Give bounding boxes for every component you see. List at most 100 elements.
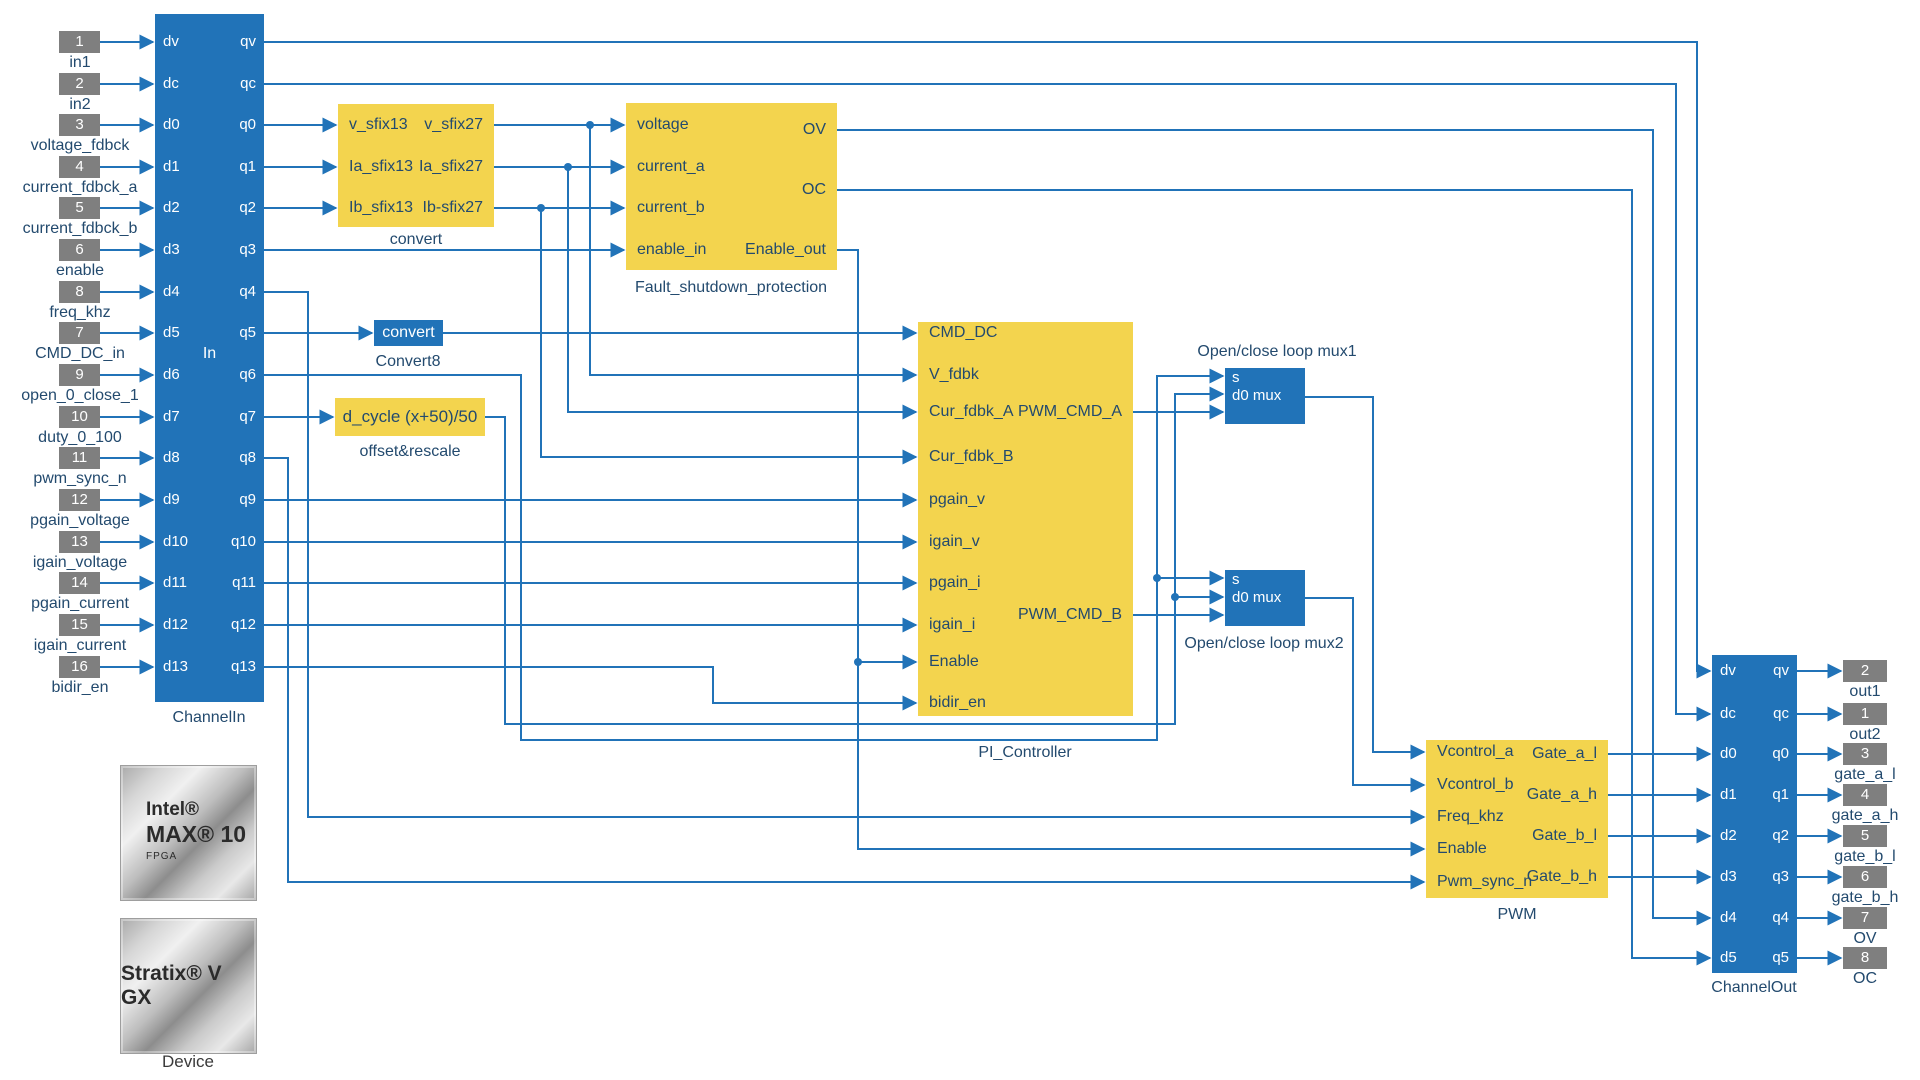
input-port-box[interactable]: 5 — [59, 197, 100, 219]
input-port-box[interactable]: 14 — [59, 572, 100, 594]
convert-block[interactable]: v_sfix13 v_sfix27 Ia_sfix13 Ia_sfix27 Ib… — [338, 104, 494, 227]
port-label: pgain_v — [929, 491, 986, 508]
output-port-box[interactable]: 4 — [1843, 784, 1887, 806]
port-label: d1 — [1720, 786, 1737, 803]
output-port-label: gate_b_h — [1831, 889, 1899, 906]
port-label: d3 — [163, 241, 180, 258]
output-port-box[interactable]: 1 — [1843, 703, 1887, 725]
channelin-block[interactable]: dv qv dc qc d0 q0 d1 q1 d2 q2 d3 q3 d4 q… — [155, 14, 264, 702]
input-port-label: igain_voltage — [32, 554, 128, 571]
input-port-label: pgain_voltage — [30, 512, 130, 529]
output-port-box[interactable]: 5 — [1843, 825, 1887, 847]
port-label: q13 — [230, 658, 256, 675]
input-port-box[interactable]: 1 — [59, 31, 100, 53]
junction-dots — [537, 121, 1179, 666]
port-label: Gate_a_h — [1526, 786, 1597, 803]
input-port-box[interactable]: 10 — [59, 406, 100, 428]
port-label: d2 — [163, 199, 180, 216]
input-port-box[interactable]: 12 — [59, 489, 100, 511]
input-port-box[interactable]: 3 — [59, 114, 100, 136]
output-port-box[interactable]: 2 — [1843, 660, 1887, 682]
port-label: q10 — [230, 533, 256, 550]
port-label: q5 — [1772, 949, 1789, 966]
port-label: Pwm_sync_n — [1437, 873, 1533, 890]
port-label: d0 — [163, 116, 180, 133]
output-port-label: OV — [1853, 930, 1877, 947]
input-port-box[interactable]: 2 — [59, 73, 100, 95]
chip-type-text: FPGA — [146, 851, 178, 863]
port-label: Enable_out — [745, 241, 826, 258]
port-label: Ia_sfix27 — [418, 158, 483, 175]
port-label: Gate_a_l — [1532, 745, 1597, 762]
output-port-label: gate_a_h — [1831, 807, 1899, 824]
port-label: q4 — [239, 283, 256, 300]
input-port-box[interactable]: 11 — [59, 447, 100, 469]
mux2-block[interactable]: s d0 mux — [1225, 570, 1305, 626]
input-port-label: pgain_current — [31, 595, 129, 612]
input-port-label: in2 — [69, 96, 91, 113]
port-label: d1 — [163, 158, 180, 175]
input-port-box[interactable]: 9 — [59, 364, 100, 386]
input-port-label: current_fdbck_a — [22, 179, 138, 196]
port-label: dv — [163, 33, 179, 50]
input-port-box[interactable]: 4 — [59, 156, 100, 178]
pwm-block[interactable]: Vcontrol_a Vcontrol_b Freq_khz Enable Pw… — [1426, 740, 1608, 898]
block-name-convert8: Convert8 — [375, 353, 441, 370]
input-port-label: CMD_DC_in — [35, 345, 125, 362]
port-label: q1 — [1772, 786, 1789, 803]
port-label: d8 — [163, 449, 180, 466]
input-port-label: freq_khz — [49, 304, 111, 321]
pi-controller-block[interactable]: CMD_DC V_fdbk Cur_fdbk_A Cur_fdbk_B pgai… — [918, 322, 1133, 716]
block-name-convert: convert — [389, 231, 443, 248]
port-label: q1 — [239, 158, 256, 175]
port-label: q9 — [239, 491, 256, 508]
input-port-box[interactable]: 16 — [59, 656, 100, 678]
output-port-box[interactable]: 6 — [1843, 866, 1887, 888]
port-label: s — [1232, 369, 1240, 386]
block-name-pi-controller: PI_Controller — [978, 744, 1072, 761]
max10-chip-image: Intel® MAX® 10 FPGA — [120, 765, 257, 901]
output-port-box[interactable]: 7 — [1843, 907, 1887, 929]
port-label: PWM_CMD_A — [1017, 403, 1122, 420]
convert8-block[interactable]: convert — [374, 320, 443, 346]
port-label: pgain_i — [929, 574, 981, 591]
input-port-box[interactable]: 13 — [59, 531, 100, 553]
port-label: Gate_b_l — [1532, 827, 1597, 844]
port-label: Ib-sfix27 — [422, 199, 483, 216]
input-port-box[interactable]: 15 — [59, 614, 100, 636]
output-port-label: out2 — [1849, 726, 1881, 743]
port-label: d7 — [163, 408, 180, 425]
input-port-box[interactable]: 6 — [59, 239, 100, 261]
mux1-block[interactable]: s d0 mux — [1225, 368, 1305, 424]
port-label: d0 mux — [1232, 387, 1282, 404]
port-label: Vcontrol_b — [1437, 776, 1514, 793]
input-port-label: igain_current — [33, 637, 127, 654]
port-label: current_b — [637, 199, 705, 216]
channelout-block[interactable]: dv qv dc qc d0 q0 d1 q1 d2 q2 d3 q3 d4 q… — [1712, 655, 1797, 973]
output-port-box[interactable]: 3 — [1843, 743, 1887, 765]
output-port-box[interactable]: 8 — [1843, 947, 1887, 969]
port-label: dc — [163, 75, 179, 92]
input-port-box[interactable]: 8 — [59, 281, 100, 303]
fault-block[interactable]: voltage current_a current_b enable_in OV… — [626, 103, 837, 270]
input-port-label: pwm_sync_n — [33, 470, 127, 487]
offset-rescale-block[interactable]: d_cycle (x+50)/50 — [335, 398, 485, 436]
max10-chip-text: Intel® MAX® 10 FPGA — [146, 800, 246, 863]
output-port-label: gate_b_l — [1834, 848, 1896, 865]
port-label: Cur_fdbk_A — [929, 403, 1014, 420]
port-label: s — [1232, 571, 1240, 588]
input-port-label: voltage_fdbck — [30, 137, 130, 154]
input-port-label: open_0_close_1 — [21, 387, 139, 404]
port-label: qv — [1773, 662, 1789, 679]
input-port-box[interactable]: 7 — [59, 322, 100, 344]
port-label: qc — [240, 75, 256, 92]
port-label: q0 — [239, 116, 256, 133]
port-label: Ib_sfix13 — [349, 199, 414, 216]
port-label: Cur_fdbk_B — [929, 448, 1014, 465]
port-label: q2 — [1772, 827, 1789, 844]
block-name-channelin: ChannelIn — [172, 709, 246, 726]
chip-model-text: MAX® 10 — [146, 820, 247, 847]
port-label: q4 — [1772, 909, 1789, 926]
